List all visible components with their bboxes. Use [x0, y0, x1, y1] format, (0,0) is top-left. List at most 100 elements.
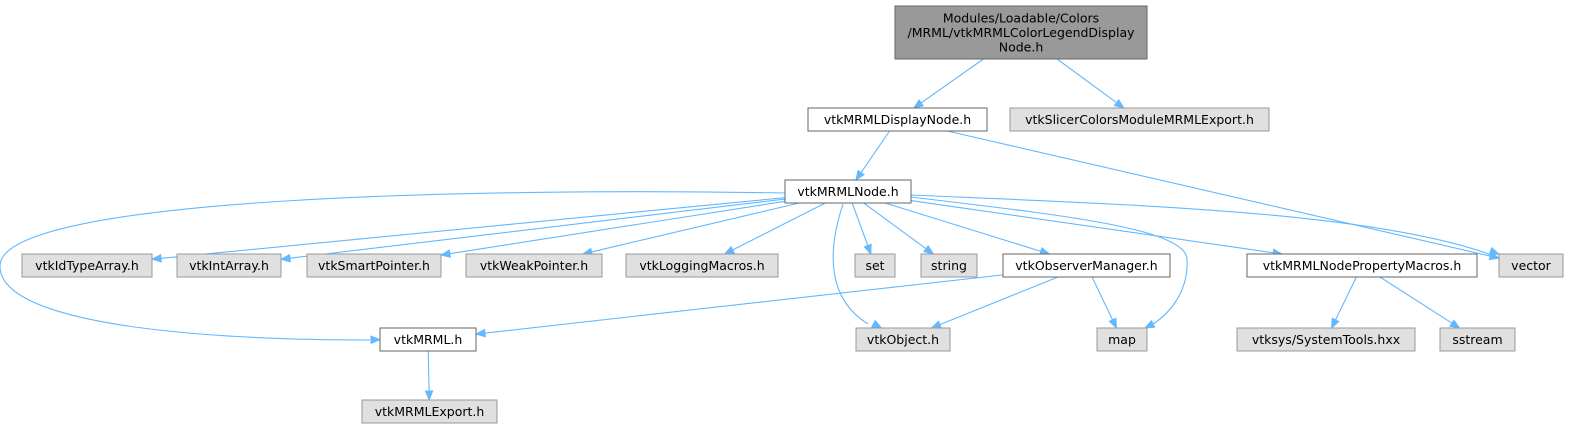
edge-line [483, 274, 1004, 334]
edge-line [1091, 276, 1114, 322]
node-label: vtkMRMLNodePropertyMacros.h [1263, 258, 1462, 273]
node-label: /MRML/vtkMRMLColorLegendDisplay [907, 25, 1135, 40]
node-box [894, 5, 1148, 60]
node-mrmlnode[interactable]: vtkMRMLNode.h [784, 179, 912, 204]
node-observermanager[interactable]: vtkObserverManager.h [1002, 253, 1171, 278]
edge-line [910, 200, 1275, 254]
node-box [625, 253, 779, 278]
edge-arrowhead [1488, 246, 1501, 256]
edge-line [851, 202, 869, 247]
node-label: vtkIntArray.h [189, 258, 269, 273]
edge-arrowhead [439, 249, 452, 258]
node-mrml[interactable]: vtkMRML.h [379, 327, 477, 352]
node-label: vtkWeakPointer.h [480, 258, 588, 273]
edge-root-to-slicerexport [1056, 58, 1125, 109]
edge-arrowhead [863, 243, 872, 256]
edge-line [288, 198, 786, 259]
edge-arrowhead [150, 253, 162, 263]
node-label: vector [1511, 258, 1552, 273]
edges-layer [0, 58, 1501, 402]
edge-arrowhead [923, 244, 935, 255]
edge-mrml-to-mrmlexport [424, 350, 434, 402]
node-slicerexport: vtkSlicerColorsModuleMRMLExport.h [1009, 107, 1270, 132]
node-map: map [1096, 327, 1148, 352]
node-label: map [1108, 332, 1136, 347]
edge-observermanager-to-mrml [474, 274, 1004, 338]
edge-mrmlnode-to-intarray [279, 198, 786, 263]
node-smartpointer: vtkSmartPointer.h [306, 253, 442, 278]
node-box [361, 399, 498, 424]
edge-arrowhead [1108, 317, 1118, 330]
node-string: string [920, 253, 978, 278]
edge-line [938, 276, 1059, 326]
edge-arrowhead [1449, 319, 1461, 329]
edge-arrowhead [871, 319, 883, 329]
node-label: set [865, 258, 884, 273]
edge-arrowhead [279, 253, 291, 263]
node-set: set [854, 253, 896, 278]
edge-arrowhead [855, 169, 865, 182]
node-box [807, 107, 988, 132]
edge-arrowhead [912, 98, 925, 109]
edge-mrmlnode-to-mrml [0, 191, 786, 345]
edge-propertymacros-to-systemtools [1331, 276, 1357, 330]
node-box [1498, 253, 1564, 278]
edge-observermanager-to-map [1091, 276, 1118, 330]
node-label: vtkSmartPointer.h [318, 258, 430, 273]
edge-displaynode-to-vector [947, 130, 1501, 261]
edge-arrowhead [474, 328, 486, 338]
node-intarray: vtkIntArray.h [176, 253, 282, 278]
edge-mrmlnode-to-string [863, 202, 935, 255]
edge-root-to-displaynode [912, 58, 984, 109]
edge-mrmlnode-to-idtypearray [150, 197, 786, 263]
node-box [379, 327, 477, 352]
node-label: vtkMRMLNode.h [797, 184, 898, 199]
edge-line [863, 202, 928, 250]
node-box [854, 253, 896, 278]
node-label: sstream [1452, 332, 1502, 347]
edge-arrowhead [1331, 317, 1340, 330]
edge-line [832, 203, 869, 325]
edge-line [1379, 276, 1454, 325]
edge-mrmlnode-to-object [832, 203, 883, 329]
edge-line [0, 191, 786, 341]
edge-arrowhead [424, 390, 434, 402]
node-propertymacros[interactable]: vtkMRMLNodePropertyMacros.h [1246, 253, 1478, 278]
node-label: vtkObject.h [867, 332, 939, 347]
edge-mrmlnode-to-vector [910, 194, 1501, 258]
node-label: vtksys/SystemTools.hxx [1252, 332, 1400, 347]
node-box [1096, 327, 1148, 352]
node-label: vtkObserverManager.h [1015, 258, 1157, 273]
edge-line [947, 130, 1492, 257]
edge-line [920, 58, 984, 104]
edge-line [884, 202, 1042, 253]
node-label: vtkIdTypeArray.h [35, 258, 139, 273]
node-box [176, 253, 282, 278]
edge-propertymacros-to-sstream [1379, 276, 1461, 329]
node-weakpointer: vtkWeakPointer.h [465, 253, 603, 278]
node-box [306, 253, 442, 278]
node-box [465, 253, 603, 278]
edge-line [1334, 276, 1357, 322]
edge-displaynode-to-mrmlnode [855, 130, 891, 182]
node-label: string [931, 258, 967, 273]
node-root[interactable]: Modules/Loadable/Colors/MRML/vtkMRMLColo… [894, 5, 1148, 60]
edge-mrmlnode-to-loggingmacros [723, 202, 826, 255]
node-label: vtkMRMLDisplayNode.h [824, 112, 971, 127]
edge-arrowhead [723, 245, 736, 255]
node-label: Modules/Loadable/Colors [943, 10, 1099, 25]
node-mrmlexport: vtkMRMLExport.h [361, 399, 498, 424]
node-label: vtkMRMLExport.h [375, 404, 485, 419]
edge-arrowhead [1143, 319, 1156, 329]
node-sstream: sstream [1439, 327, 1516, 352]
edge-line [427, 350, 430, 393]
node-vector: vector [1498, 253, 1564, 278]
node-displaynode[interactable]: vtkMRMLDisplayNode.h [807, 107, 988, 132]
node-box [1246, 253, 1478, 278]
node-box [855, 327, 951, 352]
edge-line [448, 200, 786, 255]
node-label: vtkSlicerColorsModuleMRMLExport.h [1025, 112, 1254, 127]
edge-mrmlnode-to-set [851, 202, 872, 256]
node-box [21, 253, 153, 278]
node-idtypearray: vtkIdTypeArray.h [21, 253, 153, 278]
